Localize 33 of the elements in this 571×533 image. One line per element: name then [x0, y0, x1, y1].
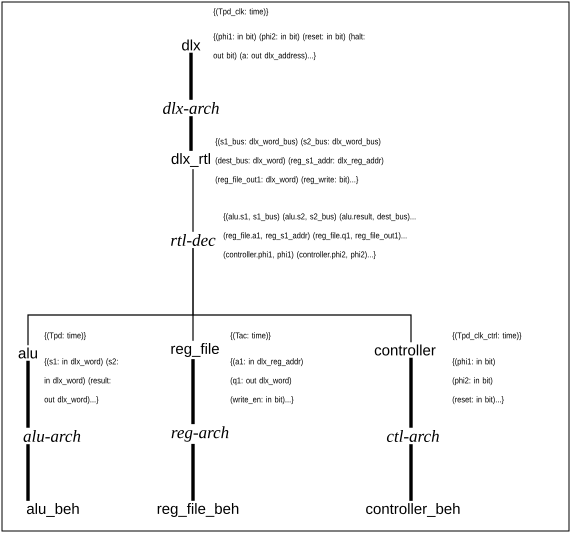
connector-line — [191, 359, 195, 424]
parameter-list: {(Tpd: time)} — [44, 332, 86, 340]
entity-label: controller_beh — [366, 503, 460, 517]
architecture-label: dlx-arch — [163, 102, 219, 114]
parameter-list: {(a1: in dlx_reg_addr) (q1: out dlx_word) (write_en: in bit)...} — [230, 358, 303, 404]
connector-line — [409, 444, 413, 501]
connector-line — [26, 444, 30, 501]
entity-label: dlx — [182, 39, 200, 50]
entity-label: reg_file_beh — [158, 503, 238, 517]
connector-line — [26, 360, 30, 428]
parameter-list: {(Tpd_clk_ctrl: time)} — [452, 332, 522, 340]
parameter-list: {(Tpd_clk: time)} — [213, 8, 268, 16]
connector-line — [192, 169, 194, 232]
architecture-label: rtl-dec — [171, 234, 216, 246]
entity-label: alu_beh — [26, 503, 79, 517]
parameter-list: {(alu.s1, s1_bus) (alu.s2, s2_bus) (alu.result, dest_bus)... (reg_file.a1, reg_s1_addr) (reg_file.q1, reg_file_out1)... (controller.phi1, phi1) (controller.phi2, phi2)...} — [223, 213, 416, 260]
parameter-list: {(phi1: in bit) (phi2: in bit) (reset: in bit) (halt: out bit) (a: out dlx_address)...} — [213, 33, 364, 60]
parameter-list: {(s1: in dlx_word) (s2: in dlx_word) (result: out dlx_word)...} — [44, 358, 118, 404]
entity-label: reg_file — [171, 343, 219, 357]
parameter-list: {(s1_bus: dlx_word_bus) (s2_bus: dlx_word_bus) (dest_bus: dlx_word) (reg_s1_addr: dlx_reg_addr) (reg_file_out1: dlx_word) (reg_write: bit)...} — [215, 138, 384, 184]
connector-line — [189, 52, 193, 100]
architecture-label: alu-arch — [24, 430, 80, 442]
connector-line — [409, 358, 413, 428]
entity-label: dlx_rtl — [172, 153, 210, 167]
parameter-list: {(phi1: in bit) (phi2: in bit) (reset: in bit)...} — [452, 358, 504, 404]
connector-line — [189, 116, 193, 151]
entity-label: controller — [374, 344, 436, 356]
architecture-label: reg-arch — [172, 426, 228, 442]
architecture-label: ctl-arch — [386, 430, 439, 442]
parameter-list: {(Tac: time)} — [230, 332, 271, 340]
entity-label: alu — [18, 347, 37, 358]
connector-line — [191, 444, 195, 501]
connector-line — [192, 248, 412, 342]
